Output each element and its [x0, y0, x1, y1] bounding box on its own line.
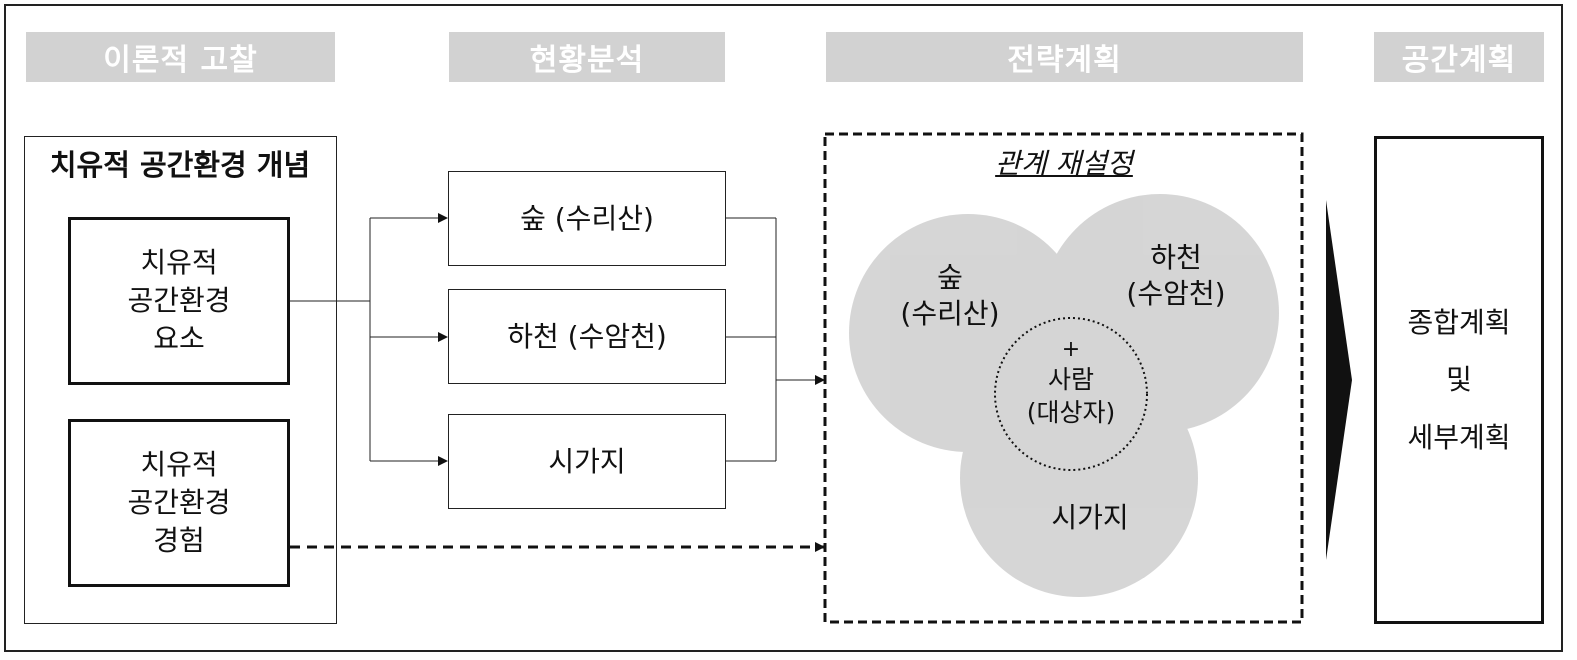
venn-label-people: 사람 (대상자)	[1026, 365, 1116, 427]
status-forest-box: 숲 (수리산)	[448, 171, 726, 266]
venn-circle-town	[960, 359, 1198, 597]
header-strategy: 전략계획	[826, 32, 1303, 82]
venn-circle-people	[994, 317, 1148, 471]
flow-chevron-icon	[1326, 200, 1352, 560]
plan-box: 종합계획 및 세부계획	[1374, 136, 1544, 624]
status-river-box: 하천 (수암천)	[448, 289, 726, 384]
concept-title: 치유적 공간환경 개념	[49, 148, 311, 182]
venn-label-river: 하천 (수암천)	[1126, 241, 1226, 311]
concept-panel	[24, 136, 337, 624]
status-town-box: 시가지	[448, 414, 726, 509]
venn-plus-sign: +	[1061, 337, 1081, 362]
relationship-reset-title: 관계 재설정	[995, 147, 1133, 180]
venn-label-forest: 숲 (수리산)	[900, 261, 1000, 331]
diagram-frame	[4, 4, 1563, 652]
healing-elements-box: 치유적 공간환경 요소	[68, 217, 290, 385]
healing-experience-box: 치유적 공간환경 경험	[68, 419, 290, 587]
venn-label-town: 시가지	[1051, 501, 1129, 534]
strategy-frame	[823, 132, 1304, 624]
header-status: 현황분석	[449, 32, 725, 82]
header-theory: 이론적 고찰	[26, 32, 335, 82]
header-space: 공간계획	[1374, 32, 1544, 82]
